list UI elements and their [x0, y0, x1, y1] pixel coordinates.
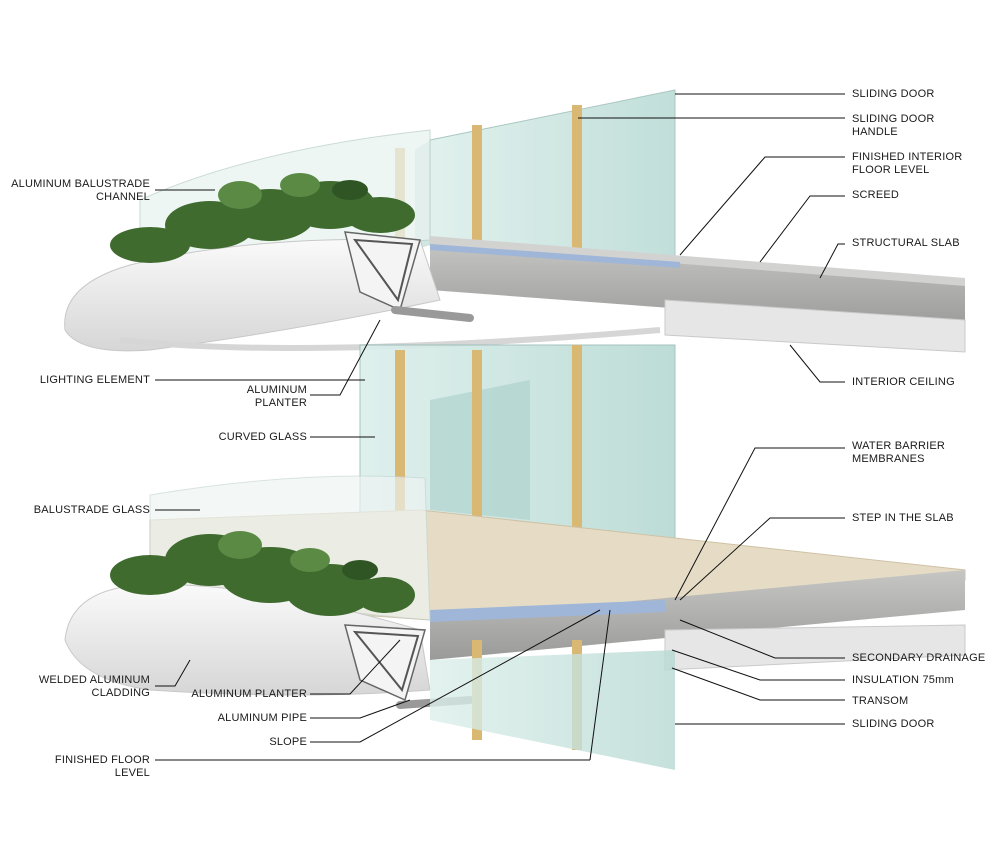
label-transom: TRANSOM	[852, 695, 909, 707]
label-insulation: INSULATION 75mm	[852, 674, 954, 686]
leader-lines	[155, 93, 845, 761]
label-screed: SCREED	[852, 189, 900, 201]
upper-structural-slab	[430, 236, 966, 353]
label-balustrade-glass: BALUSTRADE GLASS	[33, 504, 150, 516]
label-sliding-door-top: SLIDING DOOR	[852, 88, 935, 100]
label-aluminum-planter-bottom: ALUMINUM PLANTER	[191, 688, 307, 700]
lower-planter-foliage	[110, 531, 415, 616]
label-slope: SLOPE	[269, 736, 307, 748]
label-aluminum-pipe: ALUMINUM PIPE	[217, 712, 307, 724]
upper-planter-foliage	[110, 173, 415, 263]
upper-sliding-door-glass	[415, 89, 676, 261]
upper-planter-cladding	[64, 231, 661, 352]
label-curved-glass: CURVED GLASS	[218, 431, 307, 443]
label-interior-ceiling: INTERIOR CEILING	[852, 376, 955, 388]
label-structural-slab: STRUCTURAL SLAB	[852, 237, 960, 249]
label-sliding-door-bottom: SLIDING DOOR	[852, 718, 935, 730]
label-step-in-the-slab: STEP IN THE SLAB	[852, 512, 954, 524]
label-lighting-element: LIGHTING ELEMENT	[39, 374, 150, 386]
label-secondary-drainage: SECONDARY DRAINAGE	[852, 652, 986, 664]
